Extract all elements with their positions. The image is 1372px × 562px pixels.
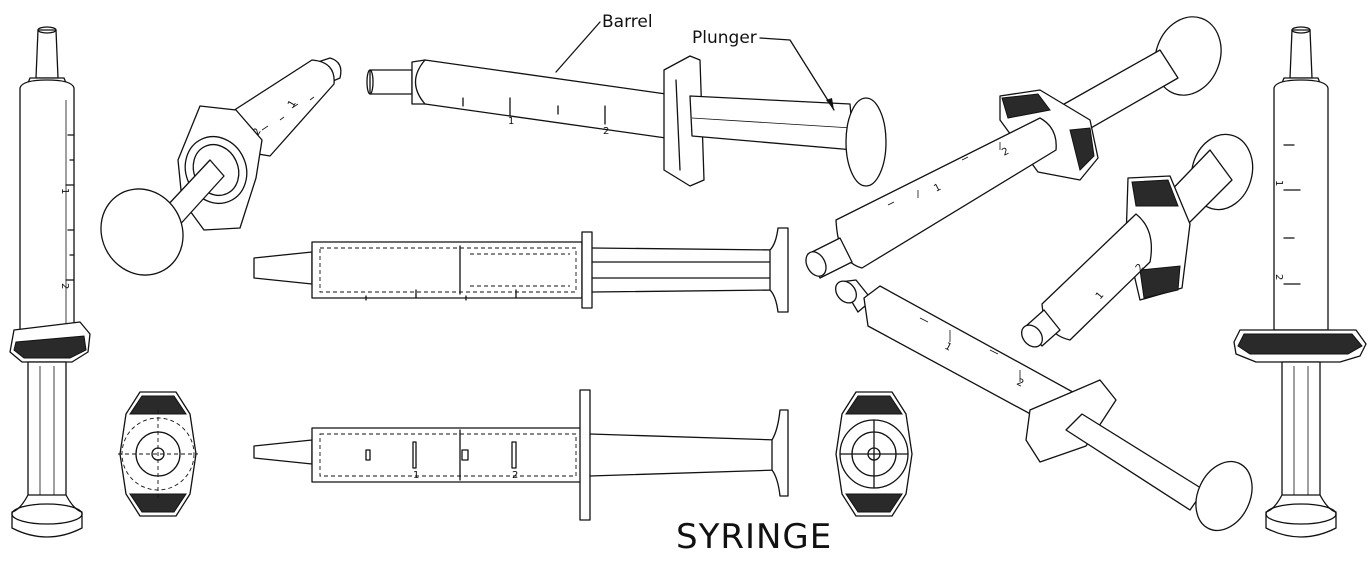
iso-syringe-lower-right: 1 2 bbox=[835, 279, 1253, 532]
end-view-right bbox=[835, 391, 913, 517]
end-view-left bbox=[118, 391, 198, 517]
lower-elev-grad-2: 2 bbox=[512, 470, 518, 481]
iso-rt-grad-1: 1 bbox=[932, 182, 943, 195]
right-vertical-grad-2: 2 bbox=[1273, 274, 1284, 280]
iso-syringe-top-left: 2 1 bbox=[100, 57, 342, 276]
iso-lr-grad-1: 1 bbox=[943, 341, 954, 354]
iso-tl-grad-2: 2 bbox=[251, 126, 264, 137]
lower-elevation: 1 2 bbox=[253, 389, 789, 521]
iso-rs-grad-2: 2 bbox=[1134, 262, 1147, 274]
right-vertical-grad-1: 1 bbox=[1273, 180, 1284, 186]
barrel-label: Barrel bbox=[602, 12, 653, 32]
lower-elev-grad-1: 1 bbox=[413, 470, 419, 481]
left-vertical-grad-2: 2 bbox=[59, 283, 70, 289]
left-vertical-grad-1: 1 bbox=[59, 188, 70, 194]
front-elevation-section bbox=[253, 227, 789, 313]
iso-rt-grad-2: 2 bbox=[1000, 146, 1011, 159]
iso-syringe-right-small: 1 2 bbox=[1021, 133, 1254, 348]
drawing-title: SYRINGE bbox=[676, 517, 832, 557]
plunger-label: Plunger bbox=[692, 28, 757, 48]
left-vertical-syringe: 1 2 bbox=[9, 26, 91, 538]
iso-tc-grad-2: 2 bbox=[603, 126, 609, 137]
iso-rs-grad-1: 1 bbox=[1094, 290, 1107, 302]
iso-tl-grad-1: 1 bbox=[286, 98, 299, 109]
iso-tc-grad-1: 1 bbox=[508, 116, 514, 127]
iso-lr-grad-2: 2 bbox=[1015, 377, 1026, 390]
right-vertical-syringe: 1 2 bbox=[1233, 26, 1367, 538]
iso-syringe-top-center: 1 2 Barrel Plunger bbox=[366, 12, 887, 187]
iso-syringe-right-top: 1 2 bbox=[805, 16, 1222, 279]
